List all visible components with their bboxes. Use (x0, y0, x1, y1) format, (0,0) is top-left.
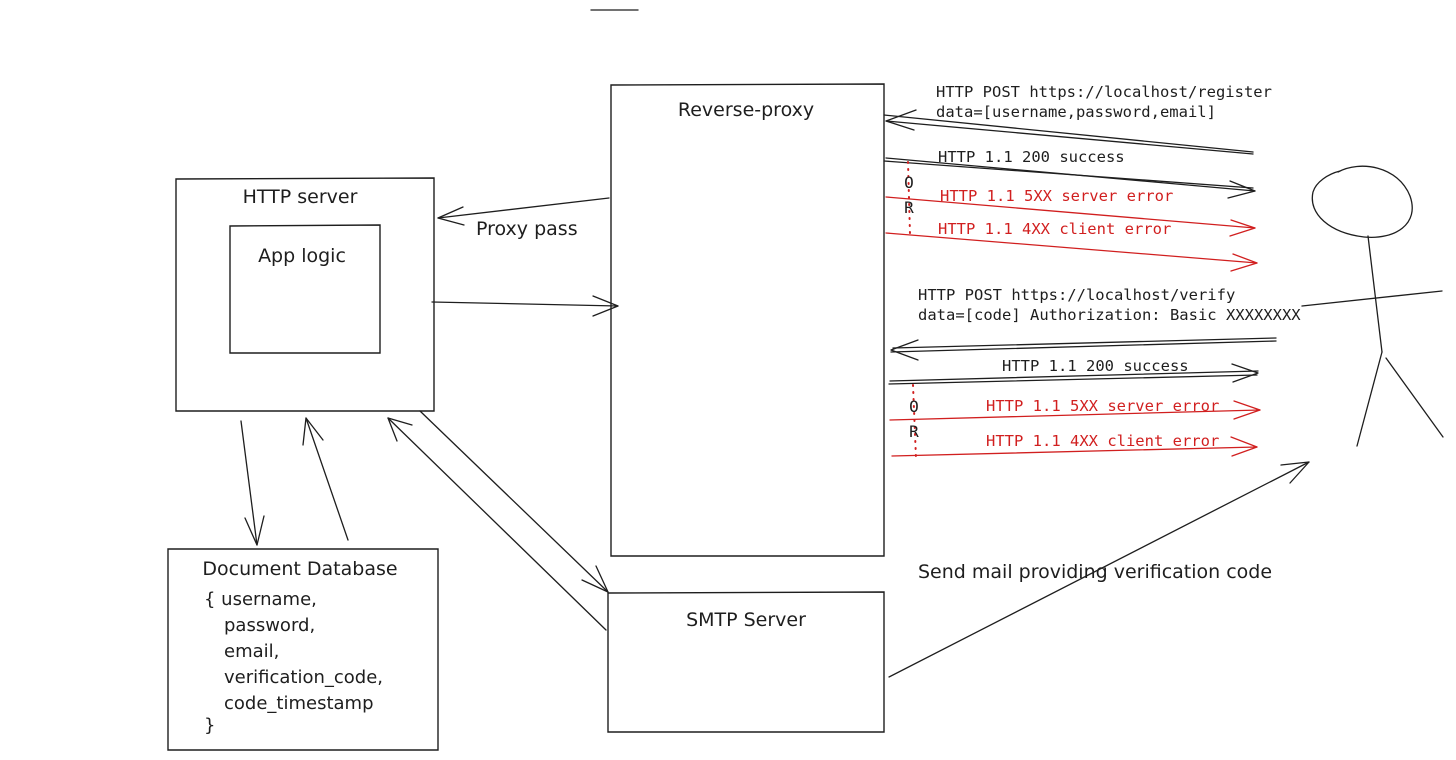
verify-success-arrow: HTTP 1.1 200 success (888, 357, 1259, 385)
verify-request-line1: HTTP POST https://localhost/verify (918, 286, 1235, 304)
database-title: Document Database (202, 558, 397, 580)
reverse-proxy-label: Reverse-proxy (678, 99, 814, 121)
register-server-error-label: HTTP 1.1 5XX server error (940, 187, 1173, 205)
verify-server-error-arrow: HTTP 1.1 5XX server error (889, 397, 1261, 421)
database-field: code_timestamp (224, 693, 374, 714)
user-stick-figure (1301, 165, 1444, 447)
or-letter: R (904, 198, 914, 217)
verify-or-separator: O R (909, 384, 919, 459)
or-letter: O (909, 397, 919, 416)
smtp-to-server-arrow (387, 417, 607, 631)
or-letter: O (904, 173, 914, 192)
app-logic-box (229, 224, 381, 354)
verify-server-error-label: HTTP 1.1 5XX server error (986, 397, 1219, 415)
http-server-node: HTTP server App logic (175, 177, 435, 412)
app-logic-label: App logic (258, 245, 346, 267)
http-server-label: HTTP server (243, 186, 358, 208)
register-request-line1: HTTP POST https://localhost/register (936, 83, 1272, 101)
register-request-arrow: HTTP POST https://localhost/register dat… (883, 83, 1272, 155)
server-to-database-arrow (240, 420, 265, 546)
proxy-pass-label: Proxy pass (476, 218, 578, 240)
database-field: verification_code, (224, 667, 383, 688)
smtp-server-node: SMTP Server (607, 591, 885, 733)
server-to-smtp-arrow (419, 410, 609, 593)
database-field: { username, (204, 589, 317, 610)
register-success-arrow: HTTP 1.1 200 success (883, 148, 1256, 199)
verify-client-error-arrow: HTTP 1.1 4XX client error (891, 432, 1258, 457)
register-server-error-arrow: HTTP 1.1 5XX server error (885, 187, 1256, 237)
database-field: } (204, 715, 215, 736)
reverse-proxy-node: Reverse-proxy (610, 83, 885, 557)
send-mail-label: Send mail providing verification code (918, 561, 1272, 583)
database-node: Document Database { username, password, … (167, 548, 439, 751)
verify-request-line2: data=[code] Authorization: Basic XXXXXXX… (918, 306, 1301, 324)
database-field: email, (224, 641, 279, 662)
verify-client-error-label: HTTP 1.1 4XX client error (986, 432, 1219, 450)
verify-request-arrow: HTTP POST https://localhost/verify data=… (890, 286, 1301, 361)
verify-success-label: HTTP 1.1 200 success (1002, 357, 1189, 375)
register-client-error-label: HTTP 1.1 4XX client error (938, 220, 1171, 238)
smtp-server-label: SMTP Server (686, 609, 806, 631)
database-to-server-arrow (302, 417, 349, 541)
register-or-separator: O R (904, 161, 914, 235)
or-letter: R (909, 422, 919, 441)
server-to-proxy-arrow (431, 295, 619, 317)
register-request-line2: data=[username,password,email] (936, 103, 1216, 121)
proxy-pass-arrow: Proxy pass (437, 197, 610, 240)
register-client-error-arrow: HTTP 1.1 4XX client error (885, 220, 1258, 272)
database-field: password, (224, 615, 315, 636)
register-success-label: HTTP 1.1 200 success (938, 148, 1125, 166)
send-mail-arrow: Send mail providing verification code (888, 461, 1310, 678)
